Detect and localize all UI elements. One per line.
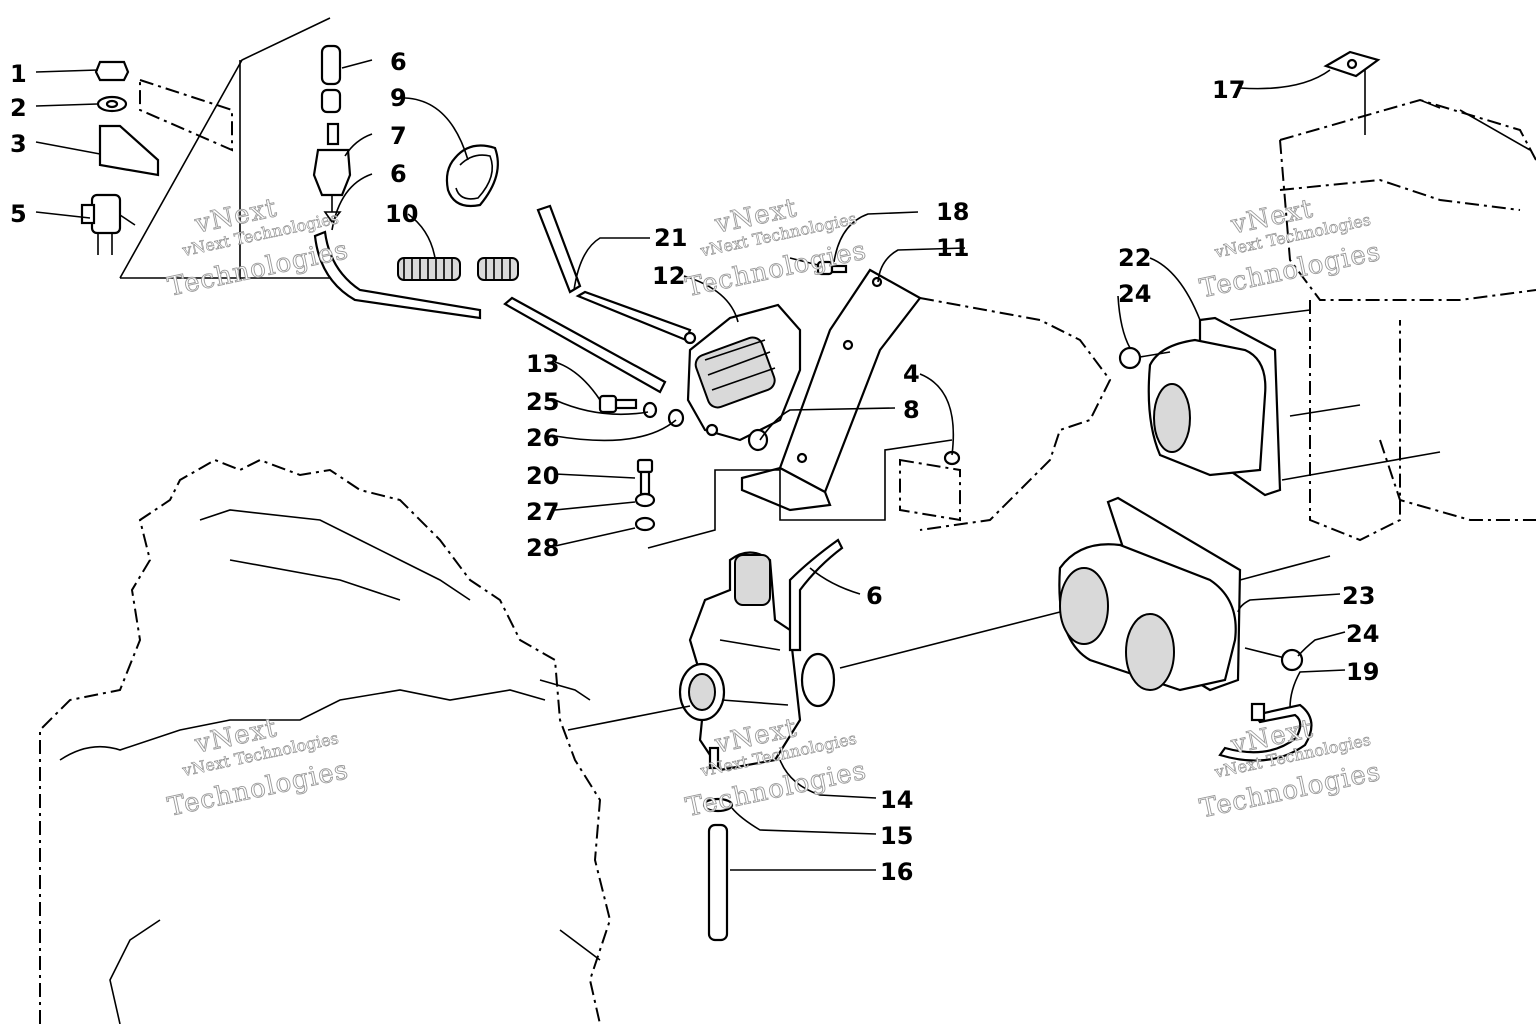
grommet-icon xyxy=(1323,50,1381,78)
engine-outline-icon xyxy=(39,458,612,1024)
callout-7: 7 xyxy=(390,122,407,150)
callout-14: 14 xyxy=(880,786,913,814)
callout-25: 25 xyxy=(526,388,559,416)
callout-18: 18 xyxy=(936,198,969,226)
hose-icon xyxy=(313,230,482,320)
callout-24-top: 24 xyxy=(1118,280,1151,308)
callout-6-carb: 6 xyxy=(866,582,883,610)
callout-23: 23 xyxy=(1342,582,1375,610)
callout-19: 19 xyxy=(1346,658,1379,686)
leader-line xyxy=(567,611,1061,731)
callout-27: 27 xyxy=(526,498,559,526)
callout-15: 15 xyxy=(880,822,913,850)
callout-2: 2 xyxy=(10,94,27,122)
carburetor-icon xyxy=(678,538,844,772)
watermark-bottom-right: vNext vNext Technologies Technologies xyxy=(1197,713,1384,824)
callout-labels: 1 2 3 5 6 9 7 6 10 21 12 18 11 13 25 26 … xyxy=(10,48,1379,886)
hose-icon xyxy=(707,823,729,942)
callout-11: 11 xyxy=(936,234,969,262)
tie-strap-icon xyxy=(1218,702,1313,762)
bracket-plate-icon xyxy=(98,124,160,177)
fuel-filter-icon xyxy=(312,122,352,224)
hose-icon xyxy=(320,44,342,114)
callout-24-bottom: 24 xyxy=(1346,620,1379,648)
frame-outline xyxy=(1279,70,1536,542)
callout-8: 8 xyxy=(903,396,920,424)
watermark-top-center: vNext vNext Technologies Technologies xyxy=(683,193,870,304)
primer-valve-icon xyxy=(80,193,136,255)
callout-5: 5 xyxy=(10,200,27,228)
frame-outline xyxy=(919,297,1112,531)
watermark-bottom-left: vNext vNext Technologies Technologies xyxy=(165,713,352,824)
washer-icon xyxy=(96,95,128,113)
screw-icon xyxy=(1244,647,1304,672)
fuel-pump-icon xyxy=(683,303,802,442)
callout-16: 16 xyxy=(880,858,913,886)
callout-6-mid: 6 xyxy=(390,160,407,188)
callout-26: 26 xyxy=(526,424,559,452)
nut-icon xyxy=(94,60,130,82)
callout-4: 4 xyxy=(903,360,920,388)
airbox-icon xyxy=(1147,309,1441,497)
callout-9: 9 xyxy=(390,84,407,112)
callout-3: 3 xyxy=(10,130,27,158)
callout-20: 20 xyxy=(526,462,559,490)
callout-10: 10 xyxy=(385,200,418,228)
leader-lines xyxy=(35,59,1346,871)
callout-21: 21 xyxy=(654,224,687,252)
bolt-icon xyxy=(598,394,685,428)
callout-1: 1 xyxy=(10,60,27,88)
screw-icon xyxy=(1118,346,1171,370)
callout-28: 28 xyxy=(526,534,559,562)
callout-12: 12 xyxy=(652,262,685,290)
clamp-icon xyxy=(445,144,499,208)
clamp-icon xyxy=(702,746,734,813)
bolt-icon xyxy=(634,458,656,532)
bracket-icon xyxy=(740,268,922,512)
washer-icon xyxy=(747,428,961,466)
airbox-icon xyxy=(1058,496,1331,692)
bracket-icon xyxy=(119,17,340,280)
frame-outline xyxy=(899,458,961,522)
watermark-top-left: vNext vNext Technologies Technologies xyxy=(165,193,352,304)
callout-17: 17 xyxy=(1212,76,1245,104)
leader-line xyxy=(647,439,953,549)
callout-13: 13 xyxy=(526,350,559,378)
spring-icon xyxy=(397,257,519,281)
watermark-top-right: vNext vNext Technologies Technologies xyxy=(1197,193,1384,304)
hose-icon xyxy=(503,204,692,394)
callout-6-top: 6 xyxy=(390,48,407,76)
callout-22: 22 xyxy=(1118,244,1151,272)
bolt-icon xyxy=(789,257,848,276)
